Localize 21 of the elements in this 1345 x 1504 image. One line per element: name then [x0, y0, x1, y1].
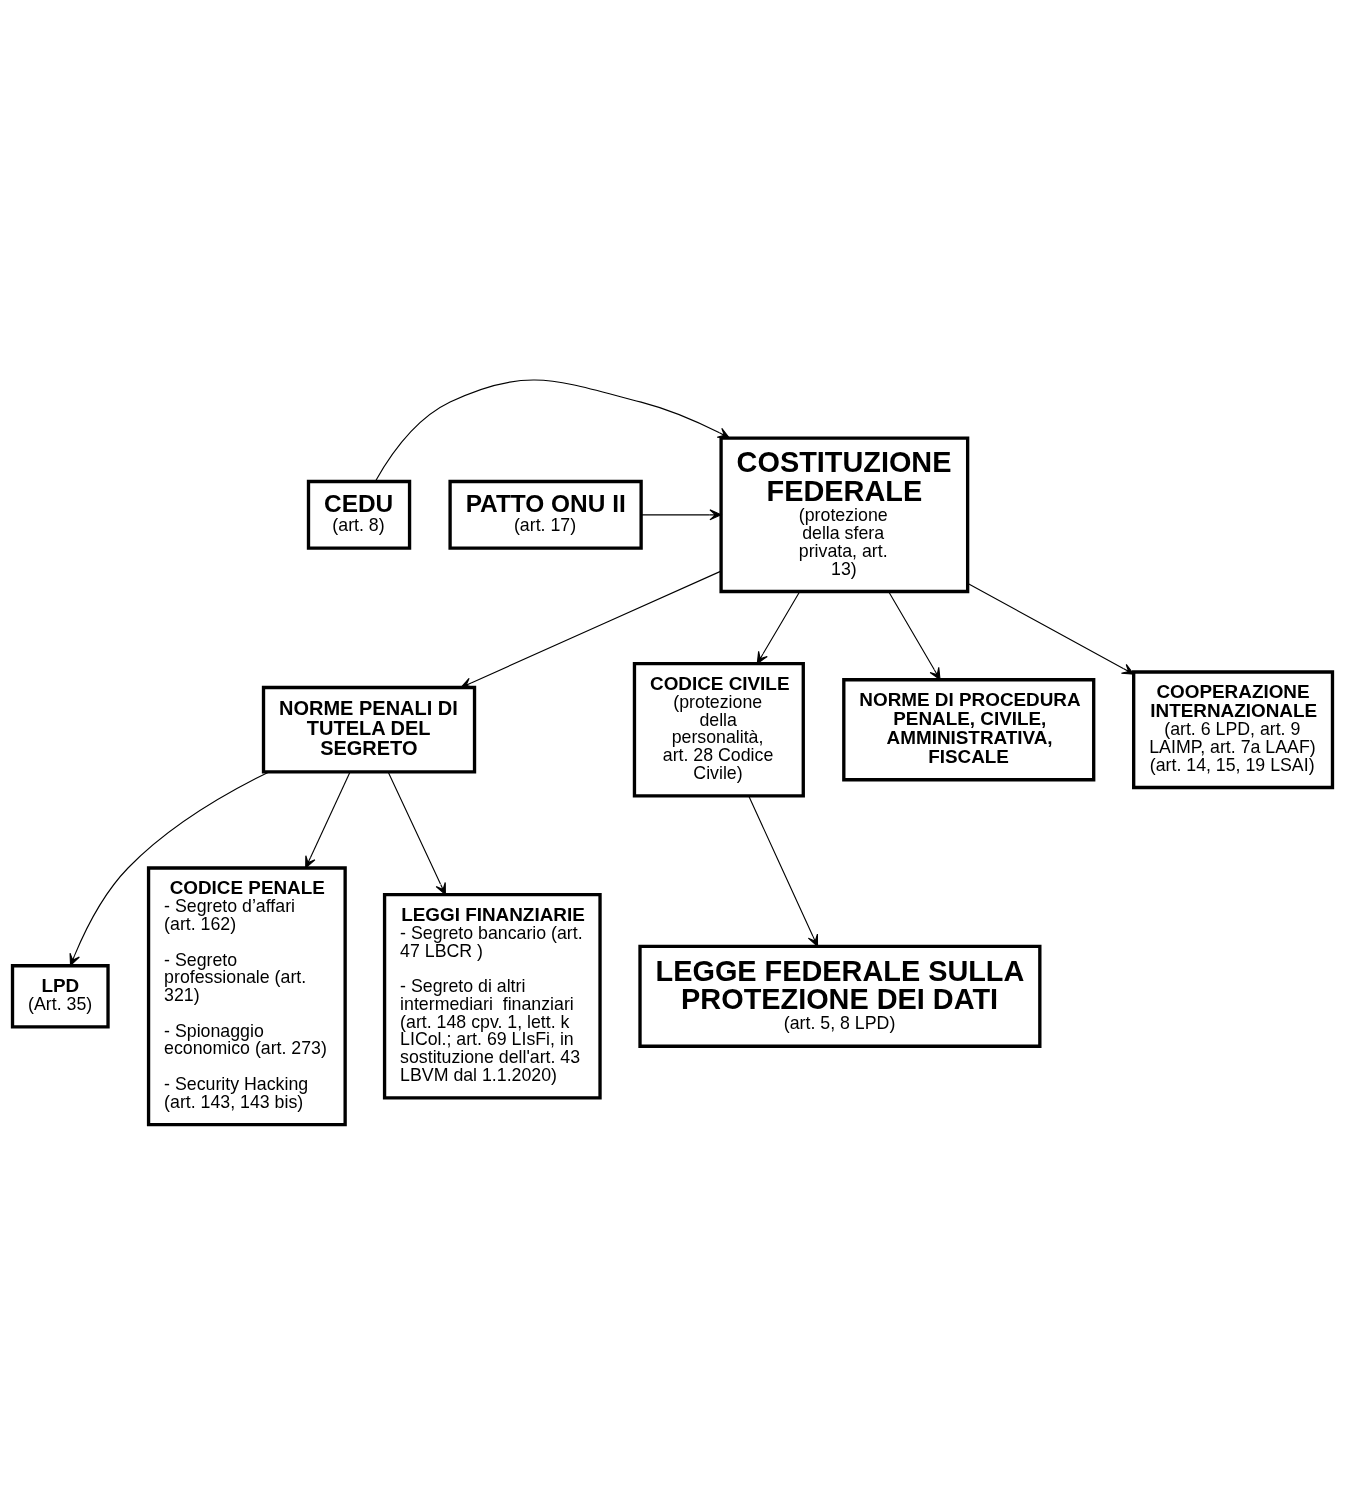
node-box: COOPERAZIONE INTERNAZIONALE (art. 6 LPD, art. 9 LAIMP, art. 7a LAAF) (art. 14, 15, 19 LSAI) [1132, 670, 1335, 790]
arrow [756, 590, 801, 665]
node-box: CODICE PENALE - Segreto d’affari (art. 162) - Segreto professionale (art. 321) - Spionaggio economico (art. 273) - Security Hacking (art. 143, 143 bis) [146, 866, 347, 1127]
node-box: LPD (Art. 35) [10, 964, 110, 1029]
arrow [748, 795, 819, 947]
node-box: PATTO ONU II (art. 17) [448, 479, 643, 550]
arrow [460, 570, 722, 689]
node-box: NORME PENALI DI TUTELA DEL SEGRETO [261, 685, 477, 774]
arrow [69, 771, 270, 966]
node-box: NORME DI PROCEDURA PENALE, CIVILE, AMMINISTRATIVA, FISCALE [842, 678, 1096, 782]
node-box: CODICE CIVILE (protezione della personalità, art. 28 Codice Civile) [632, 662, 805, 798]
arrow [374, 379, 730, 482]
node-box: CEDU (art. 8) [306, 479, 412, 550]
arrow [305, 771, 351, 869]
arrow [967, 582, 1135, 675]
arrow [640, 509, 722, 521]
node-box: LEGGE FEDERALE SULLA PROTEZIONE DEI DATI (art. 5, 8 LPD) [638, 944, 1042, 1048]
node-box: LEGGI FINANZIARIE - Segreto bancario (art. 47 LBCR ) - Segreto di altri intermediari finanziari (art. 148 cpv. 1, lett. k LICol.; art. 69 LIsFi, in sostituzione dell'art. 43 LBVM dal 1.1.2020) [382, 893, 602, 1100]
arrow [888, 590, 941, 681]
node-box: COSTITUZIONE FEDERALE (protezione della sfera privata, art. 13) [719, 436, 970, 594]
arrow [387, 771, 446, 896]
